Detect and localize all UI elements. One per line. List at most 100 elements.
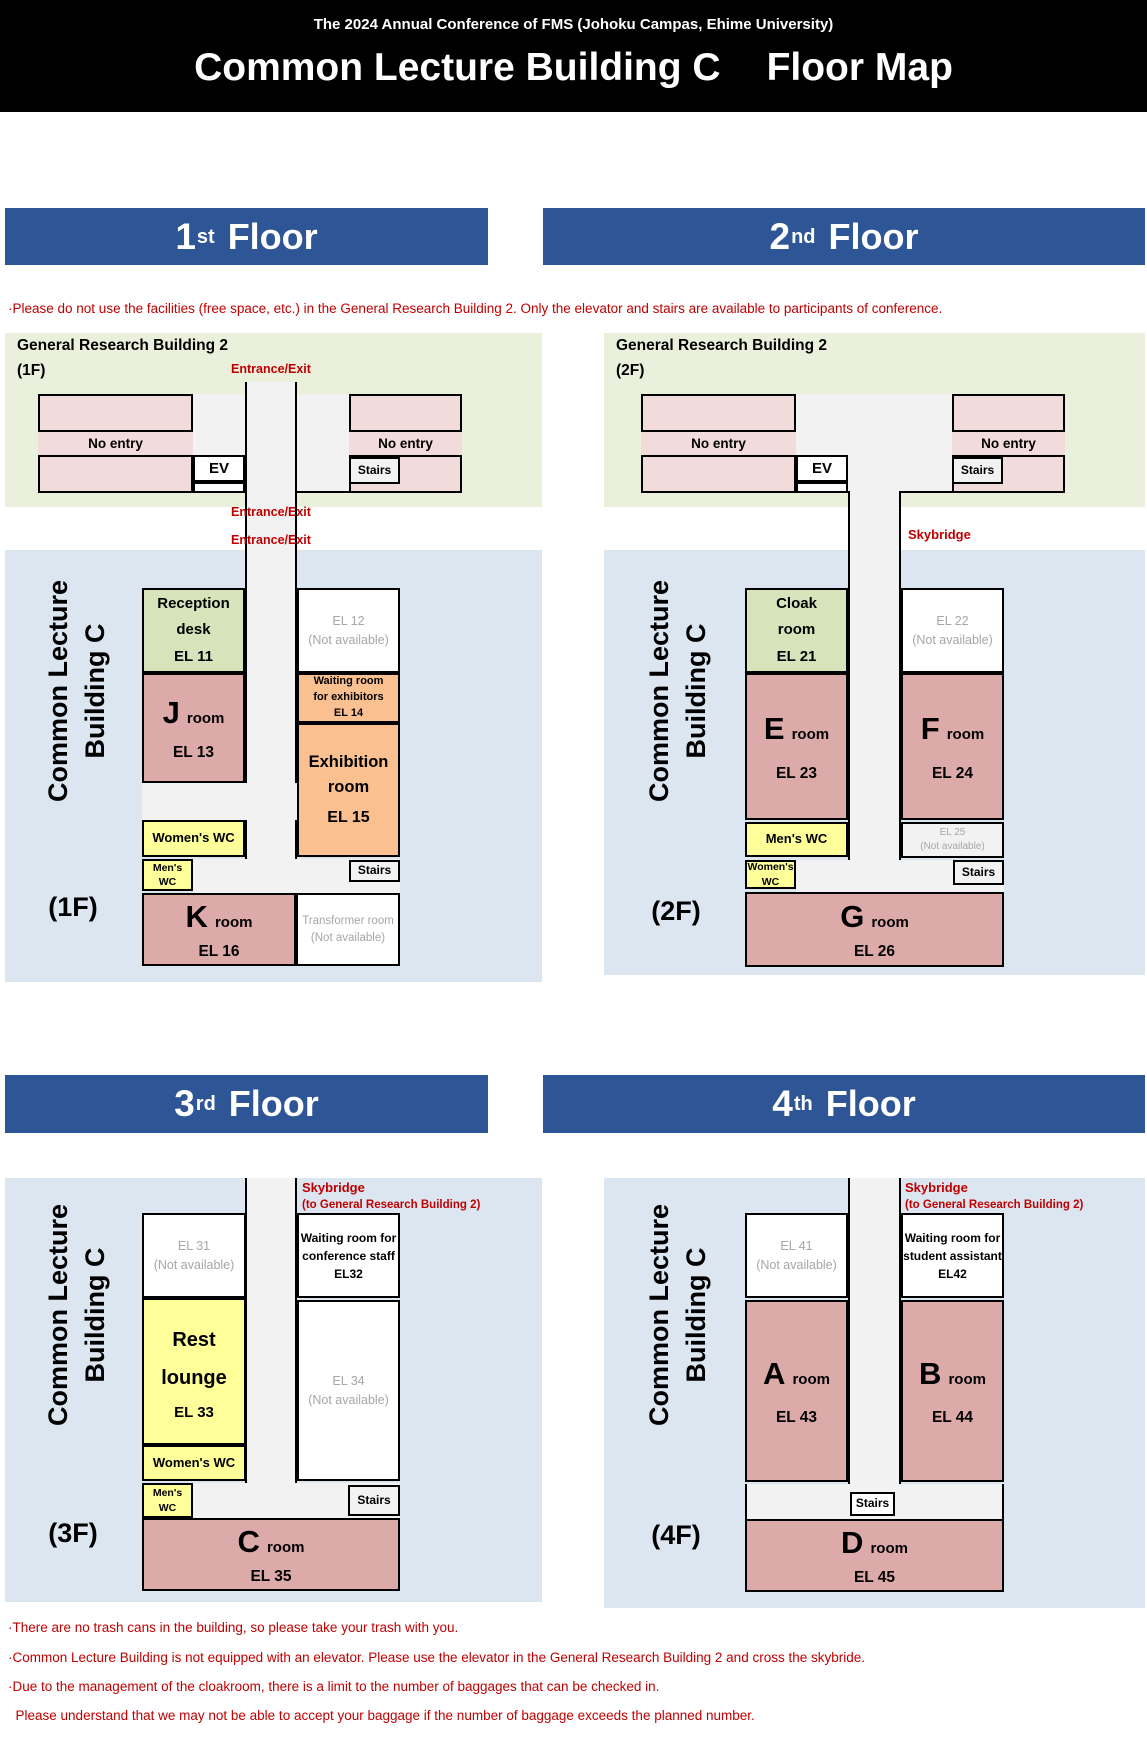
floor2-banner-word: Floor <box>828 215 919 257</box>
skybridge-label-2f: Skybridge <box>908 527 971 542</box>
transformer-line1: Transformer room <box>302 914 394 927</box>
el25-not-available: (Not available) <box>920 841 985 852</box>
clb-3f-panel: Common Lecture Building C Skybridge (to … <box>5 1178 542 1602</box>
mens-wc-1f: Men's WC <box>142 859 193 891</box>
facilities-note: ·Please do not use the facilities (free … <box>8 301 943 316</box>
clb-1f-panel: Common Lecture Building C Reception desk… <box>5 550 542 982</box>
mens-wc-2f: Men's WC <box>745 822 848 857</box>
entrance-exit-label-top: Entrance/Exit <box>231 362 311 376</box>
clb-2f-stairs: Stairs <box>953 860 1004 885</box>
grb2-2f-stairs: Stairs <box>952 457 1003 484</box>
g-room-letter: G <box>840 899 865 935</box>
side-label-line2: Building C <box>681 1247 711 1383</box>
side-label-line2: Building C <box>80 1247 110 1383</box>
j-room-letter: J <box>162 695 180 731</box>
clb-1f-corridor-gap <box>142 783 297 820</box>
grb2-2f-level: (2F) <box>616 362 645 379</box>
reception-line1: Reception <box>157 595 230 613</box>
staff-room-code: EL32 <box>334 1266 363 1281</box>
waiting-room-exhibitors: Waiting room for exhibitors EL 14 <box>297 673 400 723</box>
building-side-label-1f: Common Lecture Building C <box>38 561 116 821</box>
el12-code: EL 12 <box>332 614 365 629</box>
side-label-line2: Building C <box>80 623 110 759</box>
room-el41: EL 41 (Not available) <box>745 1213 848 1298</box>
entrance-exit-label-mid1: Entrance/Exit <box>231 505 311 519</box>
j-room-code: EL 13 <box>172 743 215 761</box>
a-room-word: room <box>792 1370 830 1388</box>
reception-code: EL 11 <box>174 647 213 665</box>
conference-subtitle: The 2024 Annual Conference of FMS (Johok… <box>313 16 834 33</box>
floor4-banner-word: Floor <box>825 1083 916 1124</box>
clb-4f-panel: Common Lecture Building C Skybridge (to … <box>604 1178 1145 1608</box>
no-entry-right: No entry <box>349 432 462 455</box>
clb-2f-level-tag: (2F) <box>651 896 701 926</box>
b-room-word: room <box>948 1370 986 1388</box>
c-room-word: room <box>266 1539 305 1557</box>
womens-wc-3f: Women's WC <box>142 1445 246 1481</box>
page-title: Common Lecture Building C Floor Map <box>0 46 1147 90</box>
f-room-code: EL 24 <box>931 764 974 782</box>
k-room-word: room <box>214 914 253 932</box>
assistant-room-line2: student assistant <box>903 1248 1002 1263</box>
grb2-2f-panel: General Research Building 2 (2F) No entr… <box>604 333 1145 507</box>
ev-sub-cell-1f <box>193 482 245 493</box>
womens-wc-line1: Women's <box>747 861 794 874</box>
e-room-word: room <box>791 726 830 744</box>
grb2-1f-room-top-left <box>38 394 193 432</box>
ev-sub-cell-2f <box>796 482 848 493</box>
page-header: The 2024 Annual Conference of FMS (Johok… <box>0 0 1147 112</box>
clb-3f-stairs: Stairs <box>348 1485 400 1516</box>
floor3-banner-number: 3 <box>174 1083 195 1124</box>
e-room-letter: E <box>763 711 785 747</box>
j-room-word: room <box>186 710 225 728</box>
reception-line2: desk <box>176 621 211 639</box>
grb2-1f-entrance-corridor <box>245 382 297 495</box>
k-room-code: EL 16 <box>198 942 240 960</box>
a-room-code: EL 43 <box>775 1409 818 1427</box>
grb2-2f-room-top-left <box>641 394 796 432</box>
c-room-code: EL 35 <box>250 1567 292 1585</box>
rest-lounge-code: EL 33 <box>174 1403 214 1421</box>
clb-1f-level-tag: (1F) <box>48 892 98 922</box>
mens-wc-3f: Men's WC <box>142 1483 193 1518</box>
note-trash: ·There are no trash cans in the building… <box>8 1620 459 1635</box>
no-entry-left: No entry <box>38 432 193 455</box>
exhibition-room: Exhibition room EL 15 <box>297 723 400 857</box>
el34-not-available: (Not available) <box>308 1392 389 1407</box>
page-title-main: Common Lecture Building C <box>194 46 721 89</box>
side-label-line1: Common Lecture <box>43 1203 73 1427</box>
el22-code: EL 22 <box>936 614 969 629</box>
clb-4f-stairs: Stairs <box>850 1492 895 1516</box>
cloak-code: EL 21 <box>776 647 817 665</box>
entrance-exit-label-mid2: Entrance/Exit <box>231 533 311 547</box>
clb-2f-corridor <box>848 550 901 892</box>
skybridge-label-4f: Skybridge (to General Research Building … <box>905 1180 1083 1212</box>
a-room-letter: A <box>763 1355 786 1391</box>
building-side-label-3f: Common Lecture Building C <box>38 1185 116 1445</box>
room-el31: EL 31 (Not available) <box>142 1213 246 1298</box>
grb2-2f-title: General Research Building 2 <box>616 337 828 354</box>
building-side-label-4f: Common Lecture Building C <box>639 1185 717 1445</box>
grb2-1f-room-bottom-left <box>38 455 193 493</box>
womens-wc-1f: Women's WC <box>142 820 245 857</box>
b-room-letter: B <box>919 1355 942 1391</box>
skybridge-line2: (to General Research Building 2) <box>905 1198 1084 1211</box>
room-el34: EL 34 (Not available) <box>297 1300 400 1481</box>
c-room-letter: C <box>237 1524 260 1560</box>
exhibition-line2: room <box>327 778 370 796</box>
clb-1f-entrance-connector <box>245 491 297 550</box>
floor4-banner-number: 4 <box>772 1083 793 1124</box>
skybridge-line2: (to General Research Building 2) <box>302 1198 481 1211</box>
waiting-room-conference-staff: Waiting room for conference staff EL32 <box>297 1213 400 1298</box>
exhibition-line1: Exhibition <box>308 753 389 772</box>
el22-not-available: (Not available) <box>912 632 993 647</box>
